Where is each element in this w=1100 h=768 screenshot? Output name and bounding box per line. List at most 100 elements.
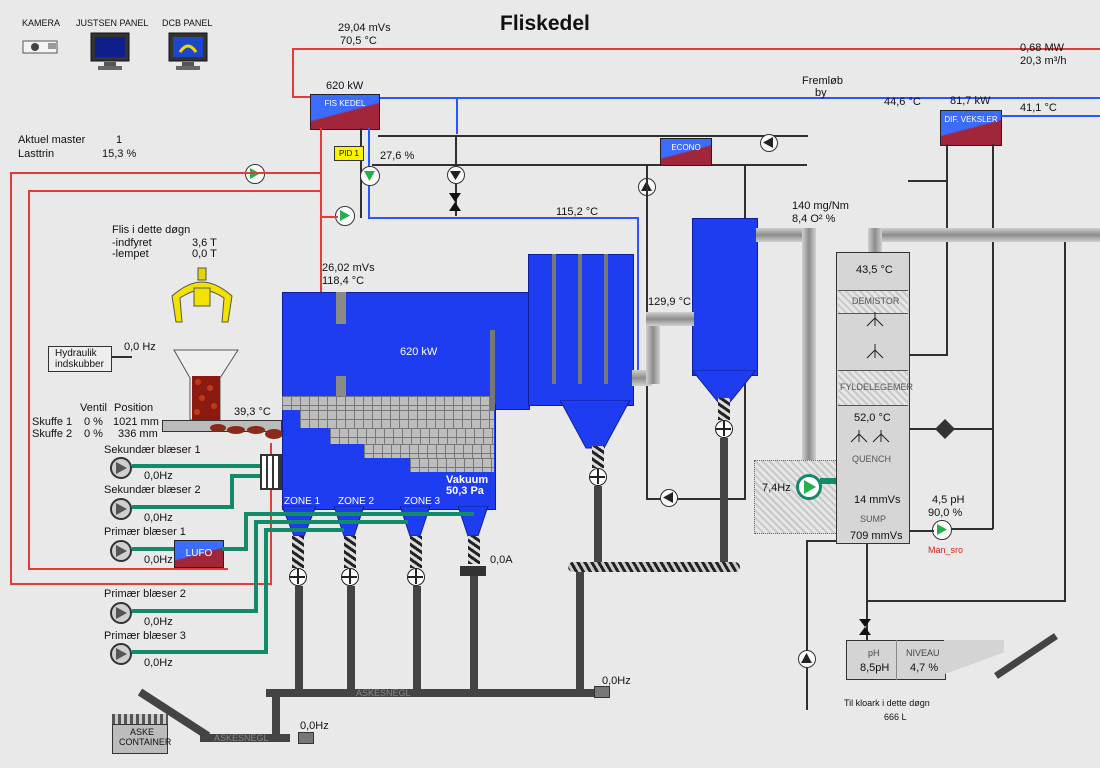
econo-pump[interactable] [760, 134, 778, 152]
valve-icon[interactable] [858, 618, 872, 636]
ash-conveyor [266, 689, 596, 697]
blower-fan-icon[interactable] [110, 457, 132, 479]
ash-conveyor [576, 566, 584, 692]
right-hx-label: DIF. VEKSLER [944, 115, 998, 124]
flue-temp: 129,9 °C [648, 296, 691, 308]
scrubber-mmvs: 14 mmVs [854, 494, 901, 506]
second-pass-baffle [604, 254, 608, 384]
scrubber-pump[interactable] [932, 520, 952, 540]
econo-return-pump[interactable] [660, 489, 678, 507]
drain-pump[interactable] [798, 650, 816, 668]
conveyor-motor[interactable] [594, 686, 610, 698]
ash-screw-conveyor [568, 562, 740, 572]
district-heat-exchanger[interactable]: DIF. VEKSLER [940, 110, 1002, 146]
flue-duct [820, 478, 838, 484]
fremlob-label: Fremløb [802, 75, 843, 87]
air-duct [132, 547, 176, 551]
blower-hz: 0,0Hz [144, 554, 173, 566]
cyclone-2-cone [692, 370, 757, 403]
blower-fan-icon[interactable] [110, 540, 132, 562]
flue-o2: 8,4 O² % [792, 213, 836, 225]
boiler-hx-label: FIS KEDEL [324, 99, 366, 108]
pump-mode[interactable]: Man_sro [928, 545, 964, 555]
return-pipe [368, 217, 638, 219]
lufo-label: LUFO [185, 548, 213, 559]
flue-duct [802, 228, 816, 484]
ph-value: 4,5 pH [932, 494, 965, 506]
grab-crane-icon[interactable] [168, 266, 238, 330]
blower-fan-icon[interactable] [110, 498, 132, 520]
rotary-valve-icon[interactable] [589, 468, 607, 486]
top-temp: 70,5 °C [340, 35, 377, 47]
air-damper[interactable] [260, 454, 282, 490]
blower-fan-icon[interactable] [110, 602, 132, 624]
air-duct [244, 512, 248, 551]
fan-housing [754, 460, 838, 534]
drain-pipe [994, 633, 1058, 679]
grate-grid [364, 444, 494, 458]
rotary-valve-icon[interactable] [289, 568, 307, 586]
air-duct [264, 528, 344, 532]
blower-fan-icon[interactable] [110, 643, 132, 665]
ph-pct: 90,0 % [928, 507, 963, 519]
boiler-pump[interactable] [360, 166, 380, 186]
ash-motor[interactable] [460, 566, 486, 576]
rotary-valve-icon[interactable] [407, 568, 425, 586]
cyclone-1[interactable] [560, 400, 632, 460]
valve-icon[interactable] [448, 192, 462, 212]
zone-3-label: ZONE 3 [404, 496, 441, 507]
scrubber-temp-mid: 52,0 °C [854, 412, 891, 424]
circuit-pipe [372, 164, 807, 166]
ash-conveyor [200, 734, 290, 742]
flow-pipe [10, 583, 272, 585]
feed-temp: 39,3 °C [234, 406, 271, 418]
justsen-label: JUSTSEN PANEL [76, 18, 149, 28]
skuffe-position: 1021 mm [113, 416, 159, 428]
rotary-valve-icon[interactable] [715, 420, 733, 438]
hydraulik-hz: 0,0 Hz [124, 341, 156, 353]
top-flow: 20,3 m³/h [1020, 55, 1067, 67]
dcb-panel-button[interactable]: DCB PANEL [160, 16, 222, 76]
lufo-heat-exchanger[interactable]: LUFO [174, 540, 224, 568]
kamera-button[interactable]: KAMERA [18, 16, 68, 64]
shunt-pump[interactable] [335, 206, 355, 226]
ash-drop [295, 586, 303, 690]
skuffe-name: Skuffe 2 [32, 428, 73, 440]
hydraulik-indskubber[interactable]: Hydraulik indskubber [48, 346, 112, 372]
skuffe-ventil: 0 % [84, 428, 103, 440]
ash-screw [718, 398, 730, 420]
blower-name: Primær blæser 1 [104, 526, 186, 538]
furnace-temp: 118,4 °C [322, 275, 365, 287]
circulation-pump[interactable] [245, 164, 265, 184]
conveyor-motor[interactable] [298, 732, 314, 744]
justsen-panel-button[interactable]: JUSTSEN PANEL [76, 16, 148, 76]
lasttrin-value: 15,3 % [102, 148, 137, 160]
aske-container[interactable]: ASKE CONTAINER [112, 724, 171, 754]
flow-pipe [320, 216, 338, 218]
circuit-pipe [646, 498, 746, 500]
pid-tag[interactable]: PID 1 [334, 146, 365, 161]
boiler-heat-exchanger[interactable]: FIS KEDEL [310, 94, 380, 130]
rotary-valve-icon[interactable] [341, 568, 359, 586]
pump-icon [450, 171, 461, 180]
flow-pipe [292, 48, 294, 98]
kloak-ph-header: pH [868, 648, 880, 658]
flue-duct [756, 228, 816, 242]
askesnegl-2-label: ASKESNEGL [214, 733, 269, 743]
bypass-pump[interactable] [447, 166, 465, 184]
pump-icon [763, 137, 773, 148]
air-duct [254, 520, 258, 613]
flow-pipe [28, 568, 228, 570]
air-duct [230, 474, 234, 509]
by-label: by [815, 87, 827, 99]
cyclone-2[interactable] [692, 218, 758, 376]
zone-2-label: ZONE 2 [338, 496, 375, 507]
fyldelegemer [838, 370, 908, 406]
econo-heat-exchanger[interactable]: ECONO [660, 138, 712, 166]
flue-fan-icon[interactable] [796, 474, 822, 500]
air-duct [254, 520, 408, 524]
air-duct [132, 609, 256, 613]
fyldelegemer-label: FYLDELEGEMER [840, 382, 914, 392]
ash-drop [470, 576, 478, 690]
valve-diamond-icon[interactable] [934, 418, 956, 440]
